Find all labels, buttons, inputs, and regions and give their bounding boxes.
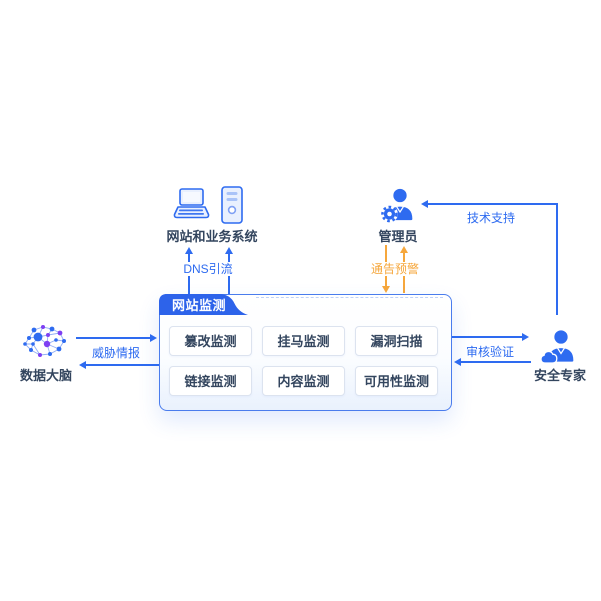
expert-user-cloud-icon [540,329,575,364]
notify-arrowhead-down [382,286,390,293]
module-card-grid: 篡改监测 挂马监测 漏洞扫描 链接监测 内容监测 可用性监测 [169,326,438,396]
threat-arrowhead-right [150,334,157,342]
dotted-divider [256,297,443,298]
threat-line-right [76,337,150,339]
network-brain-icon [23,325,66,357]
data-brain-label: 数据大脑 [19,368,73,383]
support-line-vertical [556,203,558,315]
support-arrowhead [421,200,428,208]
audit-arrowhead-right [522,333,529,341]
threat-arrowhead-left [79,361,86,369]
dns-arrowhead-1 [185,247,193,254]
audit-flow-label: 审核验证 [465,345,515,359]
dns-arrowhead-2 [225,247,233,254]
notify-arrowhead-up [400,246,408,253]
module-card-vuln-scan: 漏洞扫描 [355,326,438,356]
admin-label: 管理员 [378,229,418,244]
website-monitor-box: 网站监测 篡改监测 挂马监测 漏洞扫描 链接监测 内容监测 可用性监测 [158,293,452,411]
security-expert-label: 安全专家 [533,368,587,383]
support-line-horizontal [428,203,558,205]
server-tower-icon [221,186,243,224]
admin-user-gear-icon [381,187,414,223]
audit-line-right [452,336,522,338]
support-flow-label: 技术支持 [466,211,516,225]
module-card-link: 链接监测 [169,366,252,396]
module-card-tamper: 篡改监测 [169,326,252,356]
dns-flow-label: DNS引流 [180,262,236,276]
module-card-availability: 可用性监测 [355,366,438,396]
module-card-trojan: 挂马监测 [262,326,345,356]
monitor-box-tab [158,293,248,315]
module-card-content: 内容监测 [262,366,345,396]
laptop-icon [173,188,210,219]
audit-line-left [461,361,531,363]
audit-arrowhead-left [454,358,461,366]
monitor-box-title: 网站监测 [171,298,226,313]
notify-flow-label: 通告预警 [367,262,423,276]
threat-flow-label: 威胁情报 [91,346,141,360]
threat-line-left [86,364,160,366]
web-systems-label: 网站和业务系统 [166,229,258,244]
